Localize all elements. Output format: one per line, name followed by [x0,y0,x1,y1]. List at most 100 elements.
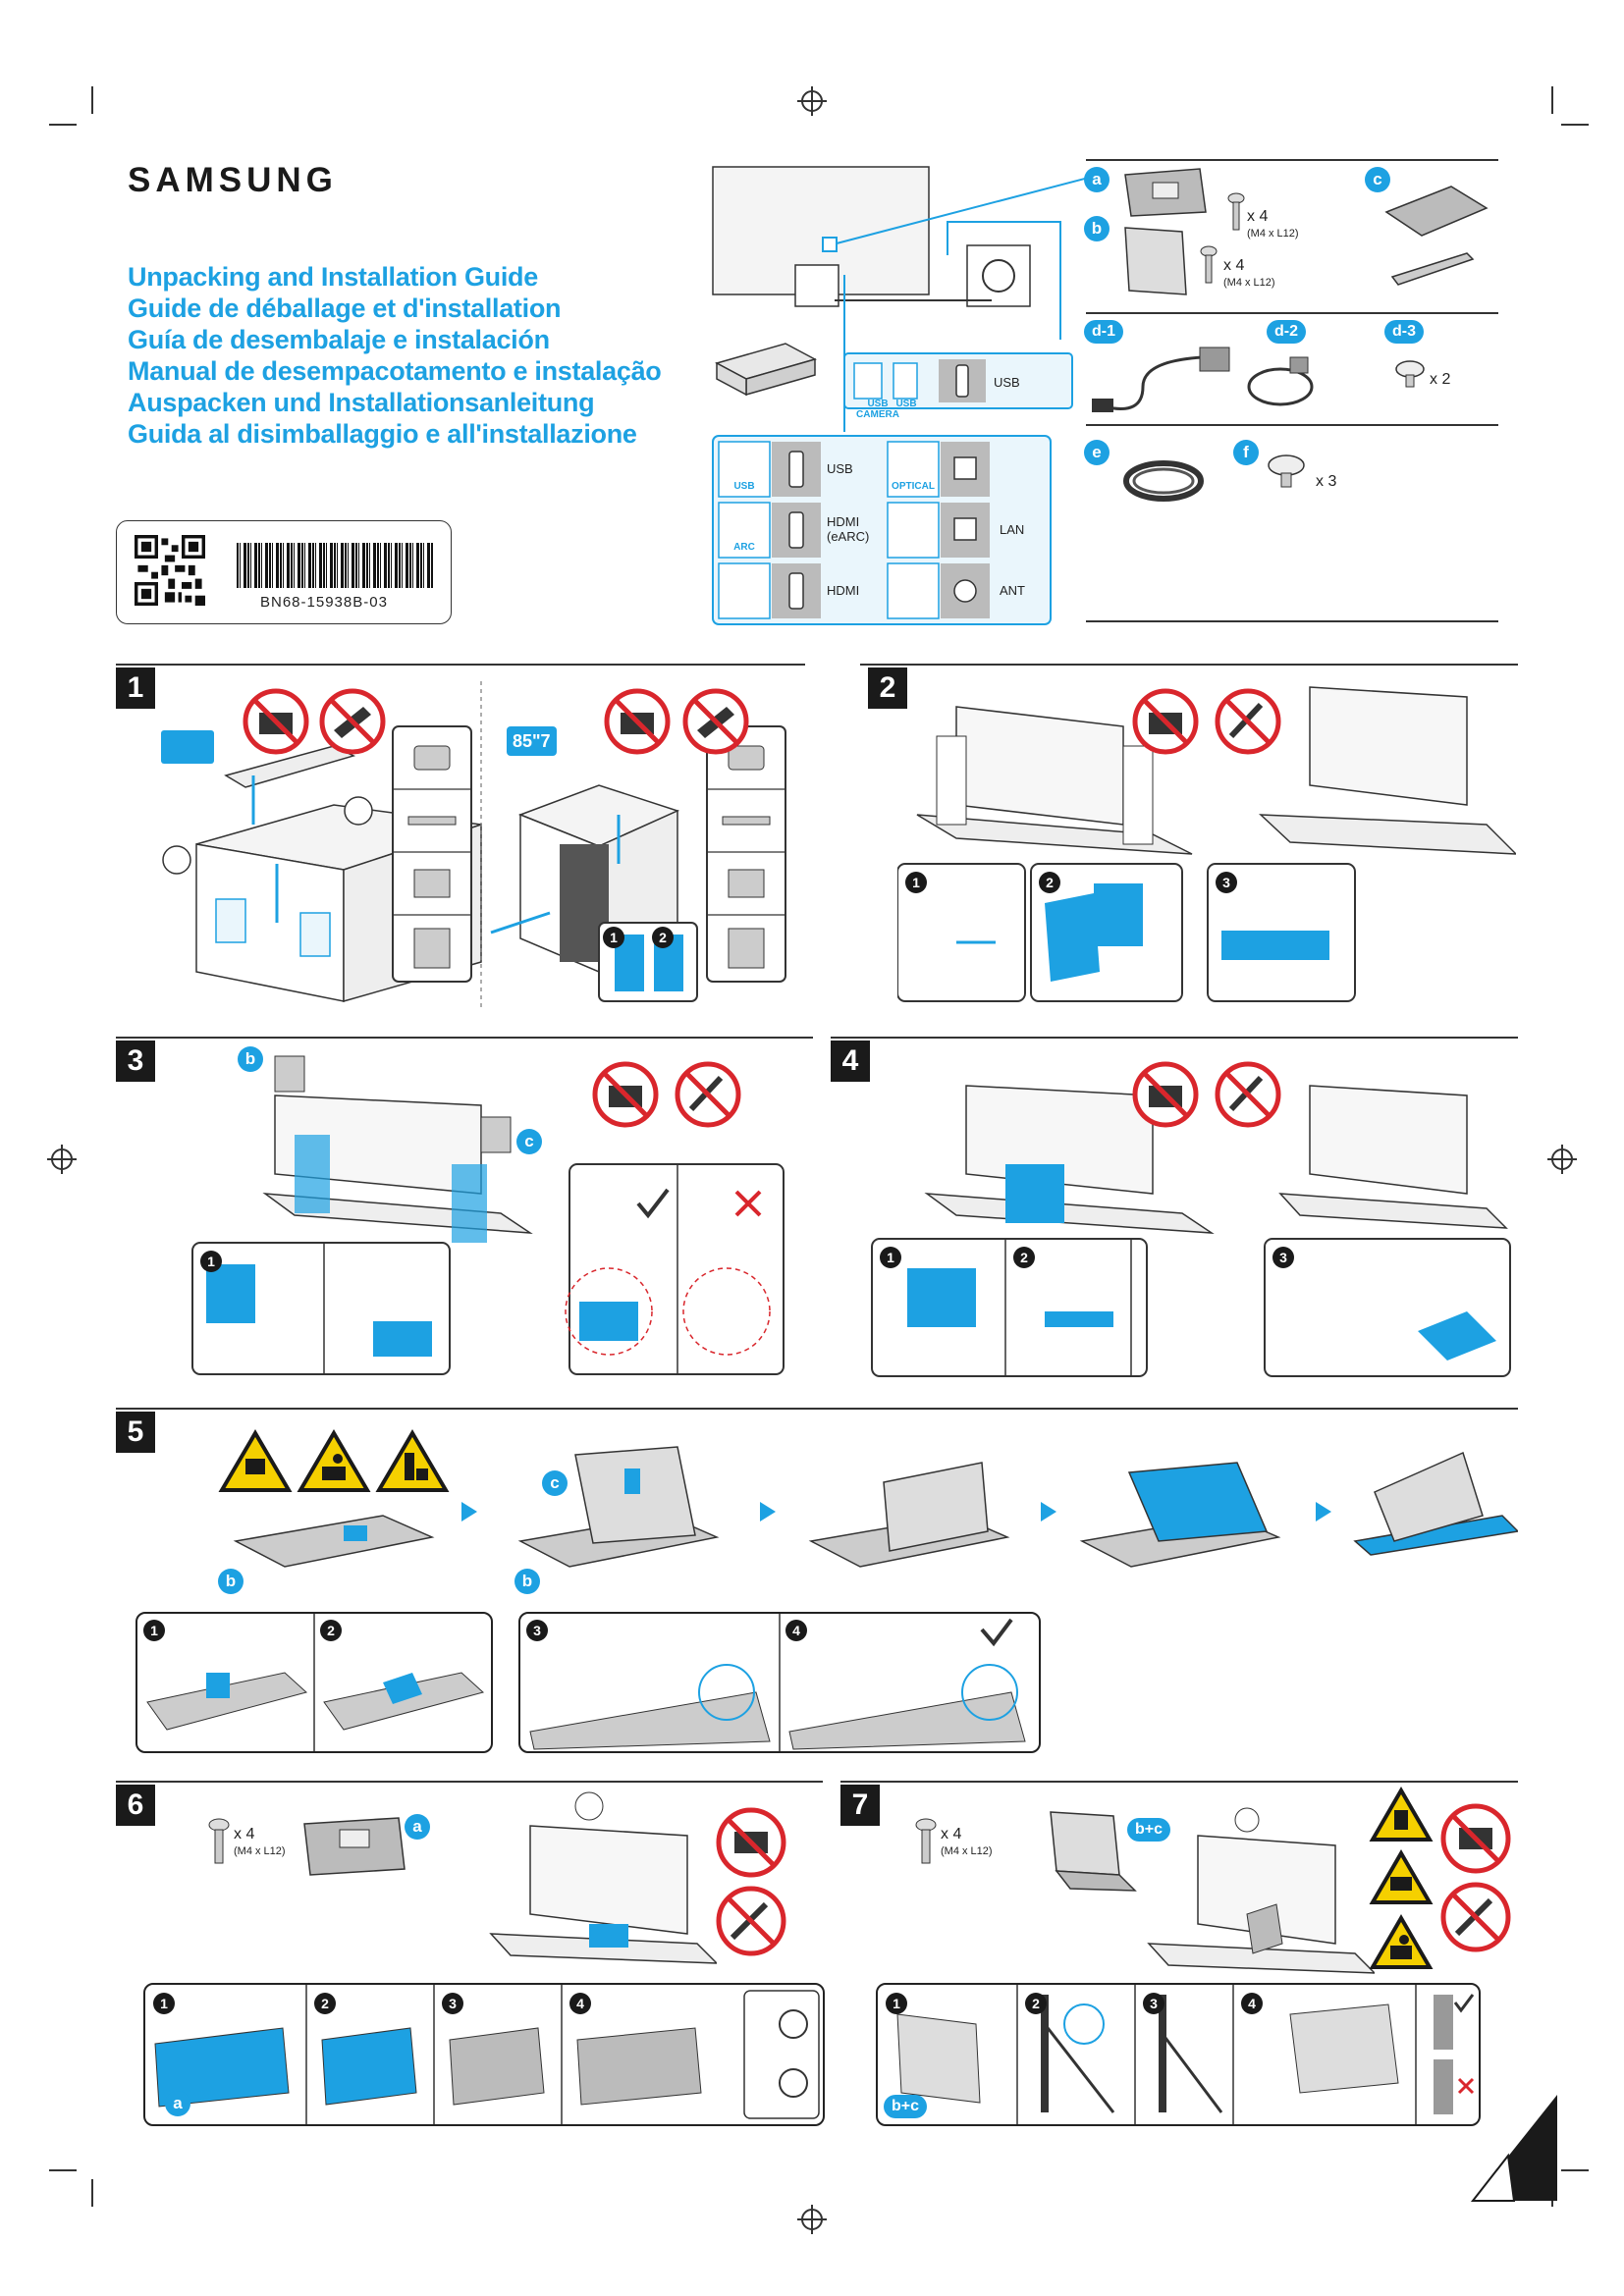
step-5-sub-4: 4 [785,1620,807,1641]
step-1-sub-2: 2 [652,927,674,948]
no-face-down-icon [243,688,309,755]
part-e-cord-icon [1123,460,1204,502]
step-6-sub-2: 2 [314,1993,336,2014]
crop-mark [1551,86,1553,114]
step-5-detail-12: 1 2 [135,1612,493,1753]
step-5-detail-34: 3 4 [518,1612,1041,1753]
port-label-usb-right: USB [827,461,853,476]
step-6-sub-3: 3 [442,1993,463,2014]
connection-drawing [712,166,1101,625]
no-face-down-icon [592,1061,659,1128]
qr-code-icon [135,535,205,606]
title-en: Unpacking and Installation Guide [128,262,538,292]
no-press-screen-icon [682,688,749,755]
part-a-qty: x 4 [1247,208,1269,225]
caution-lift-icon [375,1429,450,1492]
step-7-sub-1: 1 [886,1993,907,2014]
step-1-sub-1: 1 [603,927,624,948]
part-b-spec: (M4 x L12) [1223,277,1275,289]
title-it: Guida al disimballaggio e all'installazi… [128,419,637,449]
title-es: Guía de desembalaje e instalación [128,325,550,354]
brand-logo: SAMSUNG [128,161,338,199]
sequence-arrow-icon [1316,1502,1331,1522]
step-2-drawing [896,686,1518,1002]
part-a-bracket-icon [1124,168,1207,217]
part-f-clip-icon [1268,454,1305,488]
part-d2-label: d-2 [1267,320,1306,344]
stand-assembly-icon [1050,1811,1137,1892]
no-hold-screen-icon [1440,1803,1511,1874]
step-6-spec: (M4 x L12) [234,1845,286,1857]
size-badge-85: 85"7 [507,726,557,756]
no-sharp-tool-icon [716,1886,786,1956]
part-a-label: a [1084,167,1110,192]
step-6-detail-part-a: a [165,2091,190,2116]
part-b-label: b [1084,216,1110,241]
screw-icon [1200,245,1218,284]
crop-mark [49,2169,77,2171]
step-2-illustration: 1 2 3 [896,677,1518,1011]
caution-hand-icon [1369,1787,1434,1842]
step-7-sub-4: 4 [1241,1993,1263,2014]
port-label-lan: LAN [1000,522,1025,537]
step-3-illustration: b c 1 [187,1046,795,1380]
divider [1086,159,1498,161]
step-7-sub-3: 3 [1143,1993,1164,2014]
caution-person-icon [297,1429,371,1492]
step-5-detail-drawing [529,1614,1026,1751]
step-5-number: 5 [116,1412,155,1453]
guide-titles: Unpacking and Installation Guide Guide d… [128,261,662,450]
part-d3-qty: x 2 [1430,371,1451,388]
port-label-hdmi: HDMI [827,583,860,598]
part-f-label: f [1233,440,1259,465]
crop-mark [1561,124,1589,126]
step-5-part-b-2: b [514,1569,540,1594]
crop-mark [91,2179,93,2207]
sequence-arrow-icon [760,1502,776,1522]
no-hold-screen-icon [716,1807,786,1878]
step-7-part-bc: b+c [1127,1818,1171,1842]
bracket-a-icon [303,1817,406,1876]
part-b-panel-icon [1124,227,1187,295]
registration-mark-icon [797,86,827,116]
step-3-number: 3 [116,1041,155,1082]
no-sharp-tool-icon [675,1061,741,1128]
step-7-detail-part-bc: b+c [884,2095,928,2118]
divider [116,1408,1518,1410]
step-5-part-b: b [218,1569,244,1594]
part-e-label: e [1084,440,1110,465]
crop-mark [49,124,77,126]
divider [1086,312,1498,314]
step-6-detail-drawing [154,1985,820,2124]
step-3-part-b: b [238,1046,263,1072]
divider [116,664,805,666]
title-de: Auspacken und Installationsanleitung [128,388,595,417]
no-face-down-icon [604,688,671,755]
step-6-part-a: a [405,1814,430,1840]
divider [840,1781,1518,1783]
part-d3-clip-icon [1395,360,1425,388]
step-2-sub-2: 2 [1039,872,1060,893]
title-pt: Manual de desempacotamento e instalação [128,356,662,386]
step-7-detail-drawing [896,1985,1475,2124]
step-2-sub-1: 1 [905,872,927,893]
screw-icon [1227,192,1245,231]
step-5-sub-2: 2 [320,1620,342,1641]
part-c-label: c [1365,167,1390,192]
port-label-usb-camera: USB CAMERA [856,399,899,420]
step-5-sequence: b c b [196,1433,1520,1600]
caution-pinch-icon [1369,1849,1434,1904]
no-face-down-icon [1132,688,1199,755]
divider [1086,424,1498,426]
step-2-number: 2 [868,667,907,709]
step-6-sub-1: 1 [153,1993,175,2014]
tv-connection-diagram: USB CAMERA USB USB USB USB OPTICAL ARC H… [707,157,1101,628]
step-5-part-c: c [542,1470,568,1496]
divider [116,1037,813,1039]
code-box: BN68-15938B-03 [116,520,452,624]
step-4-sub-1: 1 [880,1247,901,1268]
step-7-tv-drawing [1147,1807,1375,1974]
title-fr: Guide de déballage et d'installation [128,294,562,323]
caution-person-icon [1369,1914,1434,1969]
step-4-sub-3: 3 [1272,1247,1294,1268]
